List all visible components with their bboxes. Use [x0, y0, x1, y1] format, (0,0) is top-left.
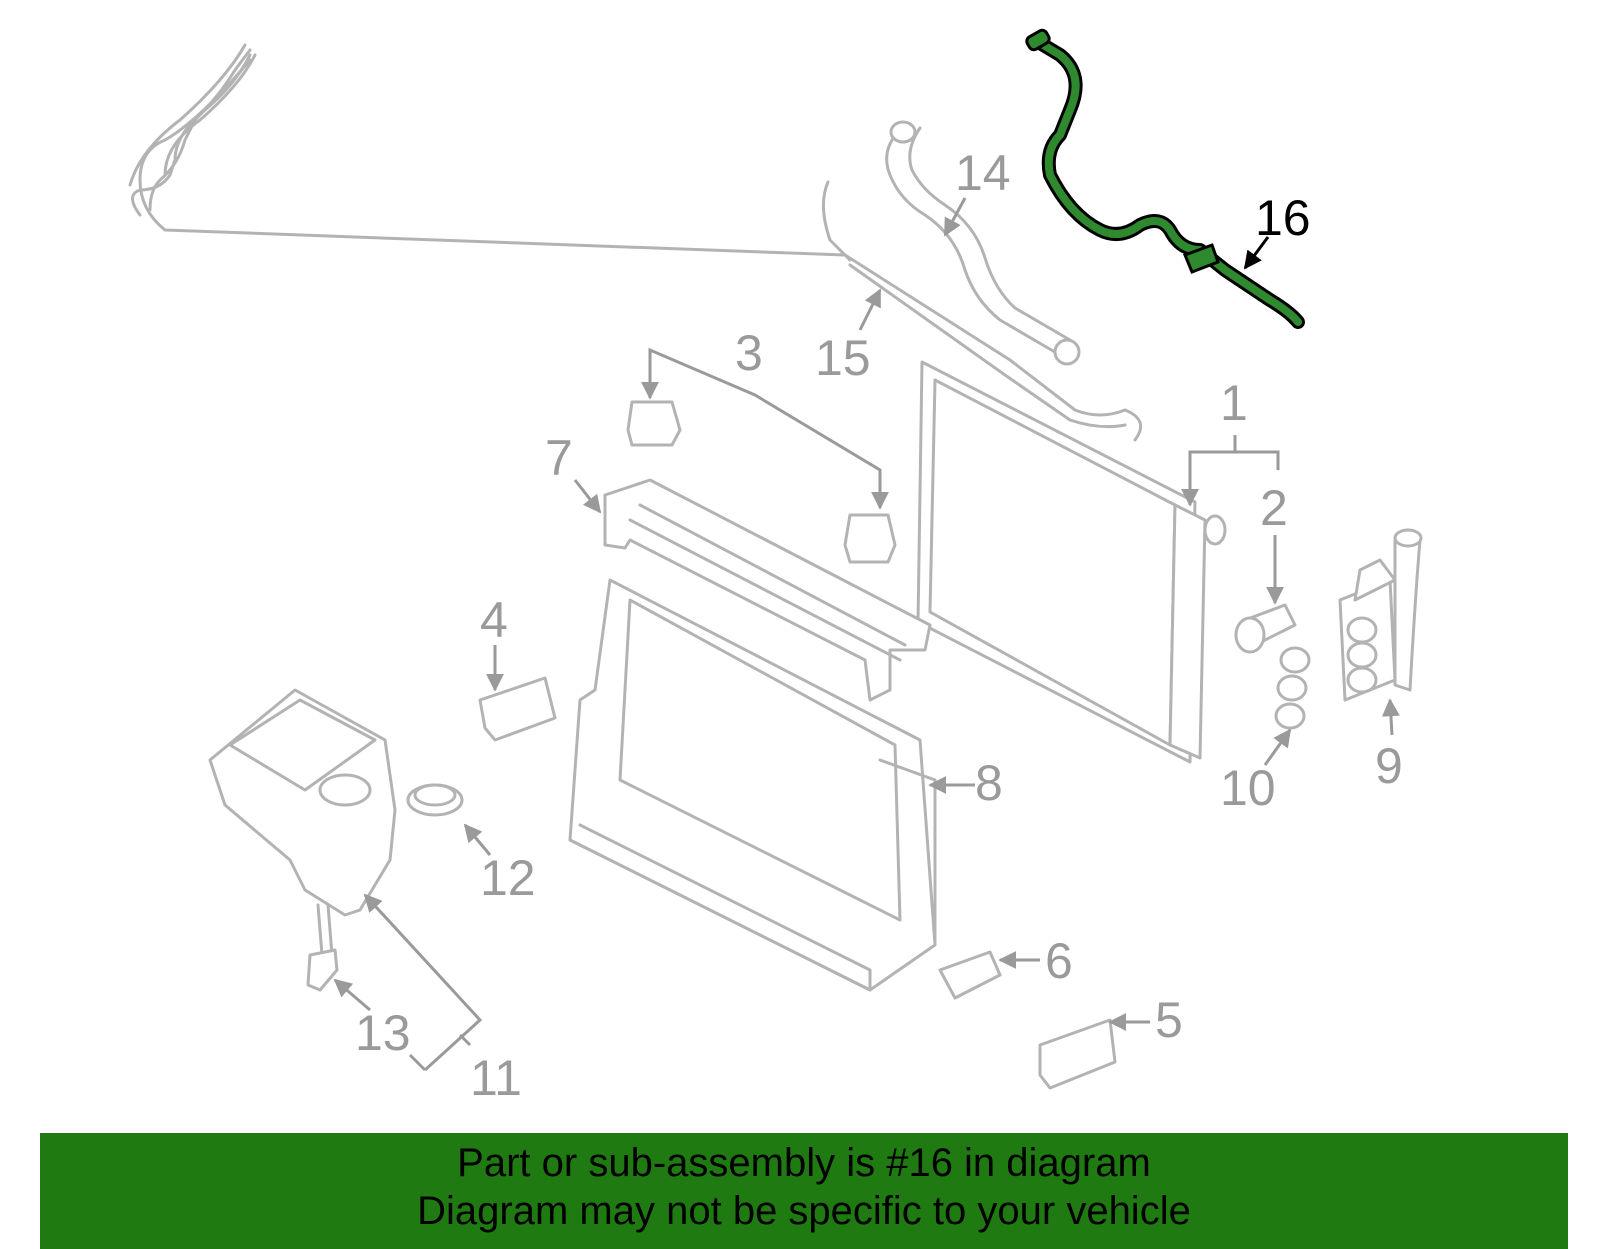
leader-15	[858, 288, 882, 331]
part-6-bracket[interactable]	[938, 950, 1002, 1000]
part-16-hose[interactable]	[1025, 28, 1305, 329]
part-15-route	[138, 58, 847, 257]
part-13-sensor[interactable]	[306, 903, 339, 992]
part-5-bracket[interactable]	[1038, 1018, 1117, 1090]
leader-10	[1263, 728, 1292, 766]
leader-11	[363, 893, 483, 1072]
callout-3: 3	[735, 325, 763, 381]
callout-8: 8	[975, 755, 1003, 811]
callout-7: 7	[545, 430, 573, 486]
callout-12: 12	[480, 850, 536, 906]
callout-10: 10	[1220, 760, 1276, 816]
info-banner: Part or sub-assembly is #16 in diagram D…	[40, 1133, 1568, 1249]
parts-diagram: 16 14 15 1 2	[128, 28, 1423, 1106]
callout-15: 15	[815, 330, 871, 386]
part-4-bracket[interactable]	[478, 676, 557, 742]
leader-7	[573, 479, 602, 514]
part-14-hose[interactable]	[885, 120, 1081, 366]
callout-5: 5	[1155, 992, 1183, 1048]
callout-16: 16	[1255, 190, 1311, 246]
leader-16	[1243, 236, 1270, 270]
callout-2: 2	[1260, 480, 1288, 536]
part-10-o-rings[interactable]	[1274, 646, 1311, 730]
callout-1: 1	[1220, 375, 1248, 431]
callout-6: 6	[1045, 933, 1073, 989]
part-12-cap[interactable]	[406, 783, 464, 817]
leader-13	[333, 978, 371, 1012]
part-15-pipe[interactable]	[128, 43, 1143, 442]
callout-9: 9	[1375, 738, 1403, 794]
leader-9	[1381, 698, 1400, 736]
leader-12	[463, 823, 492, 856]
part-11-expansion-tank[interactable]	[208, 688, 397, 917]
leader-14	[943, 197, 967, 237]
part-1-radiator[interactable]	[916, 360, 1227, 764]
callout-14: 14	[955, 145, 1011, 201]
part-9-housing[interactable]	[1338, 528, 1423, 702]
part-2-sensor[interactable]	[1234, 603, 1297, 654]
callout-11: 11	[470, 1050, 522, 1106]
callout-4: 4	[480, 592, 508, 648]
callout-13: 13	[355, 1005, 411, 1061]
part-7-support[interactable]	[603, 478, 932, 702]
banner-line-1: Part or sub-assembly is #16 in diagram	[457, 1141, 1151, 1185]
part-3-mounts[interactable]	[626, 400, 897, 564]
banner-line-2: Diagram may not be specific to your vehi…	[417, 1189, 1191, 1233]
